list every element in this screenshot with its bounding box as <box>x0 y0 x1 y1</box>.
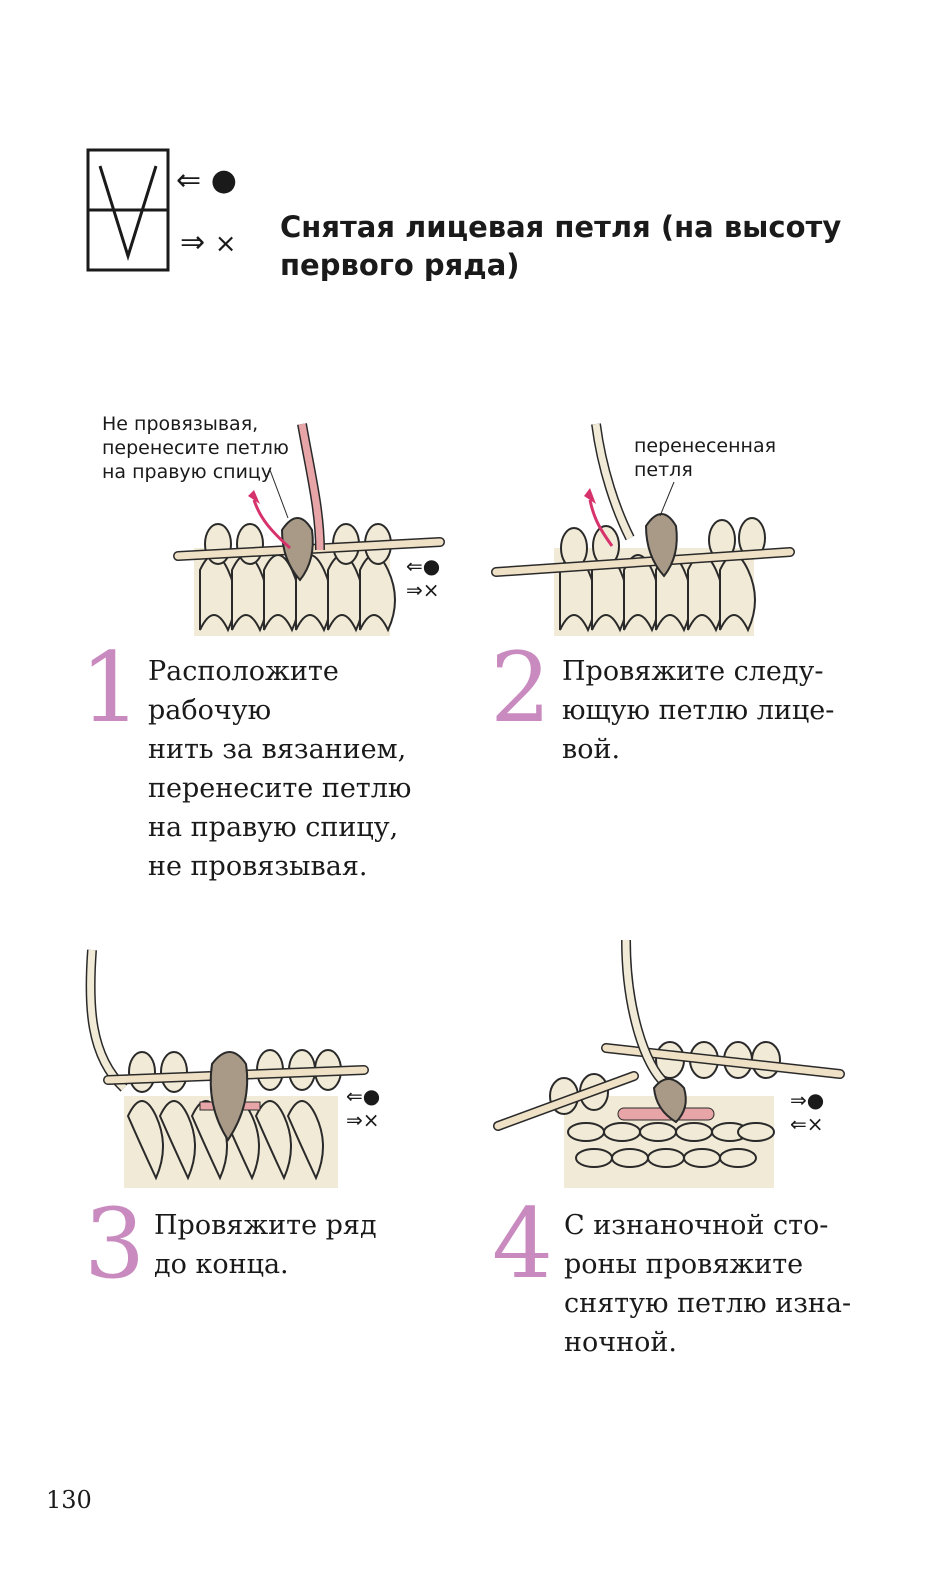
stitch-symbol <box>86 148 170 272</box>
dot-icon: ● <box>210 163 237 198</box>
step-4-illustration <box>493 939 845 1188</box>
step-1-illustration <box>173 423 445 636</box>
page-title: Снятая лицевая петля (на высоту первого … <box>280 210 842 282</box>
step-1-callout: Не провязывая, перенесите петлю на праву… <box>102 413 289 483</box>
right-arrow-icon: ⇒ <box>180 225 206 260</box>
step-2-text: Провяжите следу- ющую петлю лице- вой. <box>562 656 835 765</box>
step-3-text: Провяжите ряд до конца. <box>154 1210 377 1280</box>
wrong-side-legend: ⇒ × <box>180 228 236 258</box>
page-number: 130 <box>46 1486 92 1514</box>
legend-line-1: ⇒● <box>790 1088 825 1112</box>
right-side-legend: ⇐ ● <box>176 166 237 196</box>
legend-line-2: ⇒× <box>406 578 440 602</box>
step-4-text: С изнаночной сто- роны провяжите снятую … <box>564 1210 852 1358</box>
step-4-legend: ⇒● ⇐× <box>790 1090 824 1134</box>
step-2-callout: перенесенная петля <box>634 435 777 481</box>
legend-line-1: ⇐● <box>406 554 441 578</box>
step-4-number: 4 <box>492 1188 554 1300</box>
legend-line-1: ⇐● <box>346 1084 381 1108</box>
step-1-legend: ⇐● ⇒× <box>406 556 440 600</box>
legend-line-2: ⇒× <box>346 1108 380 1132</box>
legend-line-2: ⇐× <box>790 1112 824 1136</box>
slip-stitch-symbol-icon <box>86 148 170 272</box>
step-2-illustration <box>491 423 795 636</box>
step-3-illustration <box>85 949 369 1188</box>
cross-icon: × <box>214 229 237 259</box>
step-3-number: 3 <box>84 1188 146 1300</box>
step-2-number: 2 <box>490 632 552 744</box>
step-1-number: 1 <box>80 632 142 744</box>
step-1-text: Расположите рабочую нить за вязанием, пе… <box>148 656 412 882</box>
step-3-legend: ⇐● ⇒× <box>346 1086 380 1130</box>
left-arrow-icon: ⇐ <box>176 163 202 198</box>
